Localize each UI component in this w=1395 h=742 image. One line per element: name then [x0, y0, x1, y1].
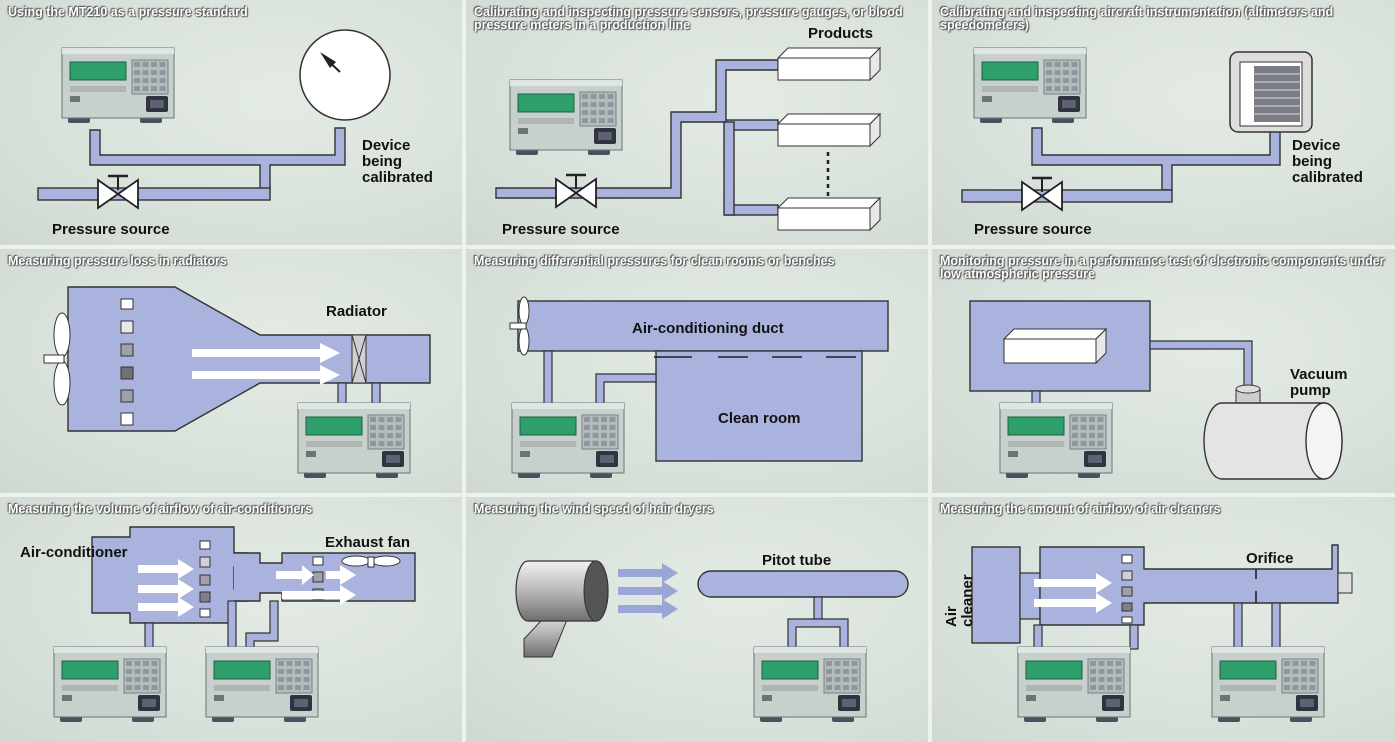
duct [67, 286, 431, 432]
lcd-display [1219, 660, 1277, 680]
valve-icon [97, 174, 139, 210]
label-pressure-source: Pressure source [502, 221, 620, 238]
mt210-instrument [1211, 646, 1325, 722]
label-exhaust-fan: Exhaust fan [325, 534, 411, 551]
label-radiator: Radiator [326, 303, 387, 320]
diagram-air-cleaner [971, 544, 1353, 722]
panel-radiator-loss: Measuring pressure loss in radiators Rad… [0, 249, 462, 493]
panel-title: Measuring differential pressures for cle… [474, 254, 835, 268]
panel-air-cleaner: Measuring the amount of airflow of air c… [932, 497, 1395, 742]
label-orifice: Orifice [1246, 550, 1294, 567]
gauge-icon [299, 29, 391, 121]
lcd-display [61, 660, 119, 680]
mt210-instrument [999, 402, 1113, 478]
hair-dryer-icon [515, 560, 609, 658]
panel-aircraft-instrumentation: Calibrating and inspecting aircraft inst… [932, 0, 1395, 245]
valve-icon [1021, 176, 1063, 212]
label-pressure-source: Pressure source [974, 221, 1092, 238]
lcd-display [213, 660, 271, 680]
airflow-arrows [618, 563, 678, 619]
mt210-instrument [297, 402, 411, 478]
lcd-display [305, 416, 363, 436]
panel-production-line: Calibrating and inspecting pressure sens… [466, 0, 928, 245]
label-pitot-tube: Pitot tube [762, 552, 832, 569]
mt210-instrument [53, 646, 167, 722]
panel-airconditioner-flow: Measuring the volume of airflow of air-c… [0, 497, 462, 742]
diagram-radiator-loss [43, 286, 431, 478]
radiator-icon [351, 334, 367, 384]
diagram-pressure-standard [37, 29, 391, 210]
clean-room-box [655, 350, 863, 462]
airflow-arrows [1034, 573, 1112, 613]
panel-low-pressure-test: Monitoring pressure in a performance tes… [932, 249, 1395, 493]
label-air-conditioner: Air-conditioner [20, 544, 128, 561]
fan-icon [341, 555, 401, 568]
valve-icon [555, 173, 597, 209]
diagram-airconditioner-flow [53, 526, 416, 722]
panel-clean-room: Measuring differential pressures for cle… [466, 249, 928, 493]
diagram-hair-dryer [515, 560, 909, 722]
airflow-arrows [138, 559, 356, 617]
panel-title: Measuring the wind speed of hair dryers [474, 502, 714, 516]
mt210-instrument [61, 47, 175, 123]
diagram-clean-room [509, 296, 889, 478]
airflow-arrows [192, 343, 340, 385]
mt210-instrument [509, 79, 623, 155]
mt210-instrument [205, 646, 319, 722]
lcd-display [981, 61, 1039, 81]
air-cleaner-box [971, 546, 1021, 644]
panel-hair-dryer: Measuring the wind speed of hair dryers … [466, 497, 928, 742]
label-device-being-calibrated: Device being calibrated [362, 137, 433, 186]
lcd-display [761, 660, 819, 680]
lcd-display [519, 416, 577, 436]
product-boxes [776, 46, 882, 232]
panel-title: Measuring the volume of airflow of air-c… [8, 502, 313, 516]
panel-title: Calibrating and inspecting aircraft inst… [940, 5, 1334, 32]
panel-pressure-standard: Using the MT210 as a pressure standard D… [0, 0, 462, 245]
lcd-display [517, 93, 575, 113]
mt210-instrument [973, 47, 1087, 123]
diagram-low-pressure-test [969, 300, 1343, 480]
lcd-display [1007, 416, 1065, 436]
label-device-being-calibrated: Device being calibrated [1292, 137, 1363, 186]
label-vacuum-pump: Vacuum pump [1290, 366, 1348, 399]
panel-title: Calibrating and inspecting pressure sens… [474, 5, 903, 32]
component-box [1002, 327, 1108, 365]
diagram-production-line [495, 46, 882, 232]
panel-title: Monitoring pressure in a performance tes… [940, 254, 1385, 281]
mt210-instrument [1017, 646, 1131, 722]
diagram-aircraft-instrumentation [961, 47, 1313, 212]
label-products: Products [808, 25, 874, 42]
fan-icon [509, 296, 530, 356]
vacuum-pump-icon [1203, 384, 1343, 480]
label-clean-room: Clean room [718, 410, 801, 427]
panel-title: Measuring the amount of airflow of air c… [940, 502, 1221, 516]
fan-icon [43, 312, 71, 406]
mt210-instrument [511, 402, 625, 478]
label-air-conditioning-duct: Air-conditioning duct [632, 320, 784, 337]
duct [1039, 544, 1339, 626]
lcd-display [69, 61, 127, 81]
duct [517, 300, 889, 352]
label-air-cleaner: Air cleaner [943, 574, 976, 627]
lcd-display [1025, 660, 1083, 680]
panel-title: Using the MT210 as a pressure standard [8, 5, 248, 19]
label-pressure-source: Pressure source [52, 221, 170, 238]
panel-title: Measuring pressure loss in radiators [8, 254, 227, 268]
pitot-tube-icon [697, 570, 909, 598]
mt210-instrument [753, 646, 867, 722]
